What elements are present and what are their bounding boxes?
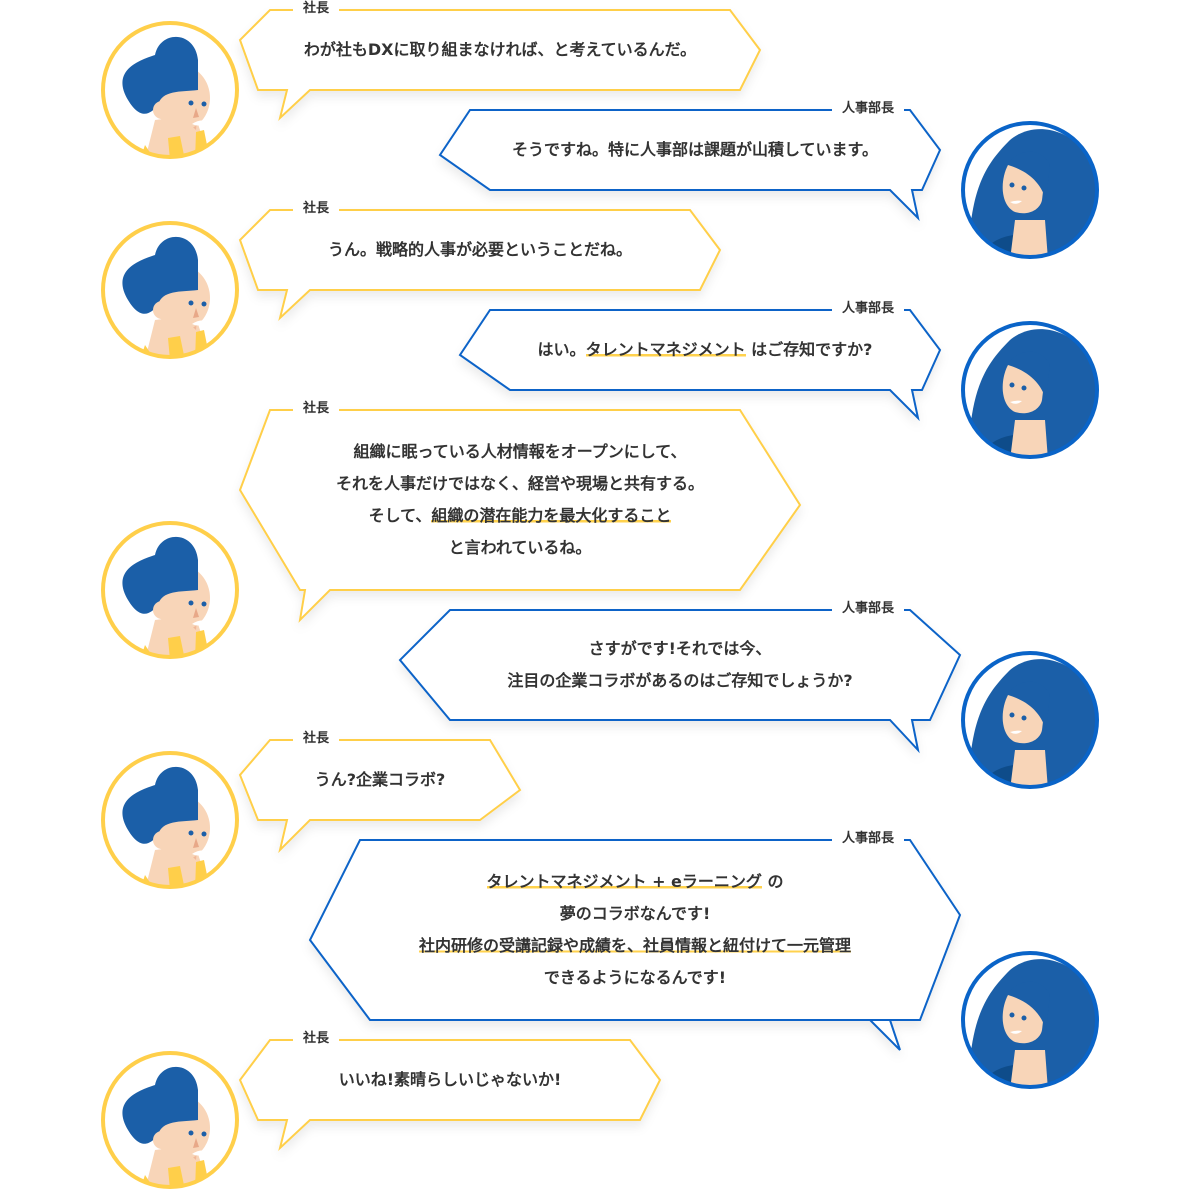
speech-bubble	[238, 209, 722, 322]
speech-bubble	[458, 309, 942, 422]
president-avatar	[103, 523, 237, 660]
speech-bubble	[238, 1039, 662, 1152]
speech-bubble	[238, 739, 522, 854]
text-segment: はい。	[537, 340, 586, 359]
message-text: さすがです!それでは今、注目の企業コラボがあるのはご存知でしょうか?	[420, 610, 940, 720]
speaker-label: 社長	[292, 1, 340, 17]
president-avatar	[103, 223, 237, 360]
message-line: と言われているね。	[449, 532, 592, 564]
speaker-label: 社長	[292, 1031, 340, 1047]
message-text: うん。戦略的人事が必要ということだね。	[260, 210, 700, 290]
highlighted-phrase: タレントマネジメント	[585, 340, 746, 359]
speaker-label: 社長	[292, 731, 340, 747]
highlighted-phrase: タレントマネジメント + eラーニング	[486, 872, 762, 891]
message-text: 組織に眠っている人材情報をオープンにして、それを人事だけではなく、経営や現場と共…	[270, 410, 770, 590]
message-line: 注目の企業コラボがあるのはご存知でしょうか?	[507, 665, 852, 697]
speaker-label: 人事部長	[831, 101, 905, 117]
message-line: 社内研修の受講記録や成績を、社員情報と紐付けて一元管理	[418, 930, 851, 962]
message-line: できるようになるんです!	[544, 962, 726, 994]
message-text: タレントマネジメント + eラーニング の夢のコラボなんです! 社内研修の受講記録…	[330, 840, 940, 1020]
text-segment: うん。戦略的人事が必要ということだね。	[327, 240, 632, 259]
message-line: 夢のコラボなんです!	[560, 898, 711, 930]
speaker-label: 人事部長	[831, 831, 905, 847]
message-text: そうですね。特に人事部は課題が山積しています。	[460, 110, 930, 190]
message-line: いいね!素晴らしいじゃないか!	[339, 1064, 562, 1096]
speaker-label: 人事部長	[831, 601, 905, 617]
speaker-label: 人事部長	[831, 301, 905, 317]
text-segment: そして、	[368, 506, 432, 525]
speech-bubble	[398, 609, 962, 754]
message-text: わが社もDXに取り組まなければ、と考えているんだ。	[260, 10, 740, 90]
message-line: さすがです!それでは今、	[589, 633, 772, 665]
message-line: 組織に眠っている人材情報をオープンにして、	[354, 436, 687, 468]
message-line: それを人事だけではなく、経営や現場と共有する。	[336, 468, 704, 500]
hr-manager-avatar	[963, 323, 1100, 460]
text-segment: はご存知ですか?	[745, 340, 873, 359]
message-line: はい。タレントマネジメント はご存知ですか?	[537, 334, 873, 366]
message-line: うん。戦略的人事が必要ということだね。	[328, 234, 632, 266]
speech-bubble	[438, 109, 942, 222]
hr-manager-avatar	[963, 653, 1100, 790]
text-segment: の	[761, 872, 784, 891]
message-line: タレントマネジメント + eラーニング の	[486, 866, 784, 898]
text-segment: それを人事だけではなく、経営や現場と共有する。	[335, 474, 704, 493]
hr-manager-avatar	[963, 123, 1100, 260]
text-segment: わが社もDXに取り組まなければ、と考えているんだ。	[303, 40, 697, 59]
president-avatar	[103, 1053, 237, 1190]
text-segment: できるようになるんです!	[543, 968, 727, 987]
text-segment: 組織に眠っている人材情報をオープンにして、	[353, 442, 687, 461]
speech-bubble	[238, 9, 762, 122]
speaker-label: 社長	[292, 201, 340, 217]
message-line: そうですね。特に人事部は課題が山積しています。	[512, 134, 878, 166]
text-segment: うん?企業コラボ?	[314, 770, 446, 789]
highlighted-phrase: 社内研修の受講記録や成績を、社員情報と紐付けて一元管理	[418, 936, 851, 955]
speaker-label: 社長	[292, 401, 340, 417]
text-segment: さすがです!それでは今、	[588, 639, 772, 658]
text-segment: いいね!素晴らしいじゃないか!	[338, 1070, 562, 1089]
president-avatar	[103, 753, 237, 890]
message-line: そして、組織の潜在能力を最大化すること	[369, 500, 672, 532]
message-line: わが社もDXに取り組まなければ、と考えているんだ。	[304, 34, 696, 66]
message-text: うん?企業コラボ?	[260, 740, 500, 820]
message-line: うん?企業コラボ?	[315, 764, 446, 796]
message-text: はい。タレントマネジメント はご存知ですか?	[480, 310, 930, 390]
text-segment: 夢のコラボなんです!	[559, 904, 711, 923]
text-segment: と言われているね。	[448, 538, 592, 557]
text-segment: 注目の企業コラボがあるのはご存知でしょうか?	[507, 671, 853, 690]
president-avatar	[103, 23, 237, 160]
hr-manager-avatar	[963, 953, 1100, 1090]
highlighted-phrase: 組織の潜在能力を最大化すること	[431, 506, 672, 525]
message-text: いいね!素晴らしいじゃないか!	[260, 1040, 640, 1120]
text-segment: そうですね。特に人事部は課題が山積しています。	[512, 140, 878, 159]
